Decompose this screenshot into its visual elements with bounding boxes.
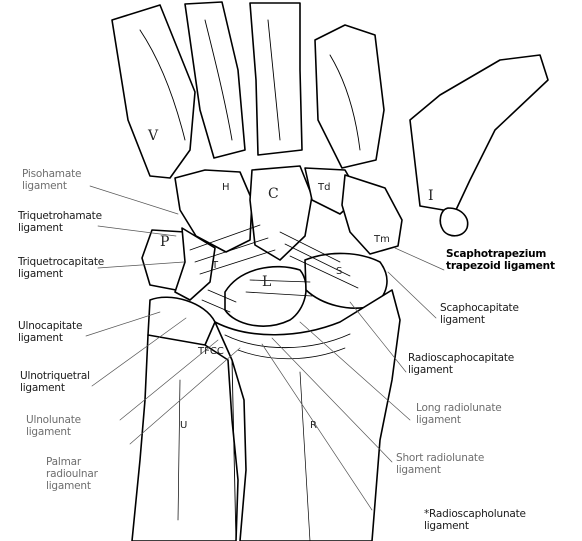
- bone-tag-t: T: [212, 260, 218, 271]
- bone-tag-i: I: [428, 188, 434, 204]
- label-long-radiolunate-ligament: Long radiolunate ligament: [416, 402, 502, 426]
- capitate: [250, 166, 312, 260]
- thumb-sesamoid: [440, 208, 467, 236]
- trapezium: [342, 175, 402, 254]
- metacarpal-ii: [315, 25, 384, 168]
- label-short-radiolunate-ligament: Short radiolunate ligament: [396, 452, 484, 476]
- bone-tag-l: L: [262, 274, 271, 290]
- bone-tag-u: U: [180, 420, 187, 431]
- label-triquetrohamate-ligament: Triquetrohamate ligament: [18, 210, 102, 234]
- bone-tag-v: V: [148, 128, 158, 144]
- label-scaphotrapezium-trapezoid-ligament: Scaphotrapezium trapezoid ligament: [446, 248, 555, 272]
- bone-tag-tm: Tm: [374, 234, 390, 245]
- metacarpal-iii: [250, 3, 302, 155]
- bone-tag-p: P: [160, 234, 169, 250]
- bone-tag-tfcc: TFCC: [198, 346, 224, 357]
- label-scaphocapitate-ligament: Scaphocapitate ligament: [440, 302, 519, 326]
- bone-tag-td: Td: [318, 182, 330, 193]
- bone-tag-c: C: [268, 186, 279, 202]
- ulna: [132, 335, 238, 541]
- label-triquetrocapitate-ligament: Triquetrocapitate ligament: [18, 256, 104, 280]
- label-radioscaphocapitate-ligament: Radioscaphocapitate ligament: [408, 352, 514, 376]
- label-radioscapholunate-ligament: *Radioscapholunate ligament: [424, 508, 526, 532]
- label-ulnocapitate-ligament: Ulnocapitate ligament: [18, 320, 82, 344]
- label-palmar-radioulnar-ligament: Palmar radioulnar ligament: [46, 456, 98, 492]
- bone-tag-r: R: [310, 420, 317, 431]
- label-ulnotriquetral-ligament: Ulnotriquetral ligament: [20, 370, 90, 394]
- bone-tag-h: H: [222, 182, 230, 193]
- label-pisohamate-ligament: Pisohamate ligament: [22, 168, 81, 192]
- bone-tag-s: S: [336, 266, 342, 277]
- metacarpal-iv: [185, 2, 245, 158]
- label-ulnolunate-ligament: Ulnolunate ligament: [26, 414, 81, 438]
- metacarpal-v: [112, 5, 195, 178]
